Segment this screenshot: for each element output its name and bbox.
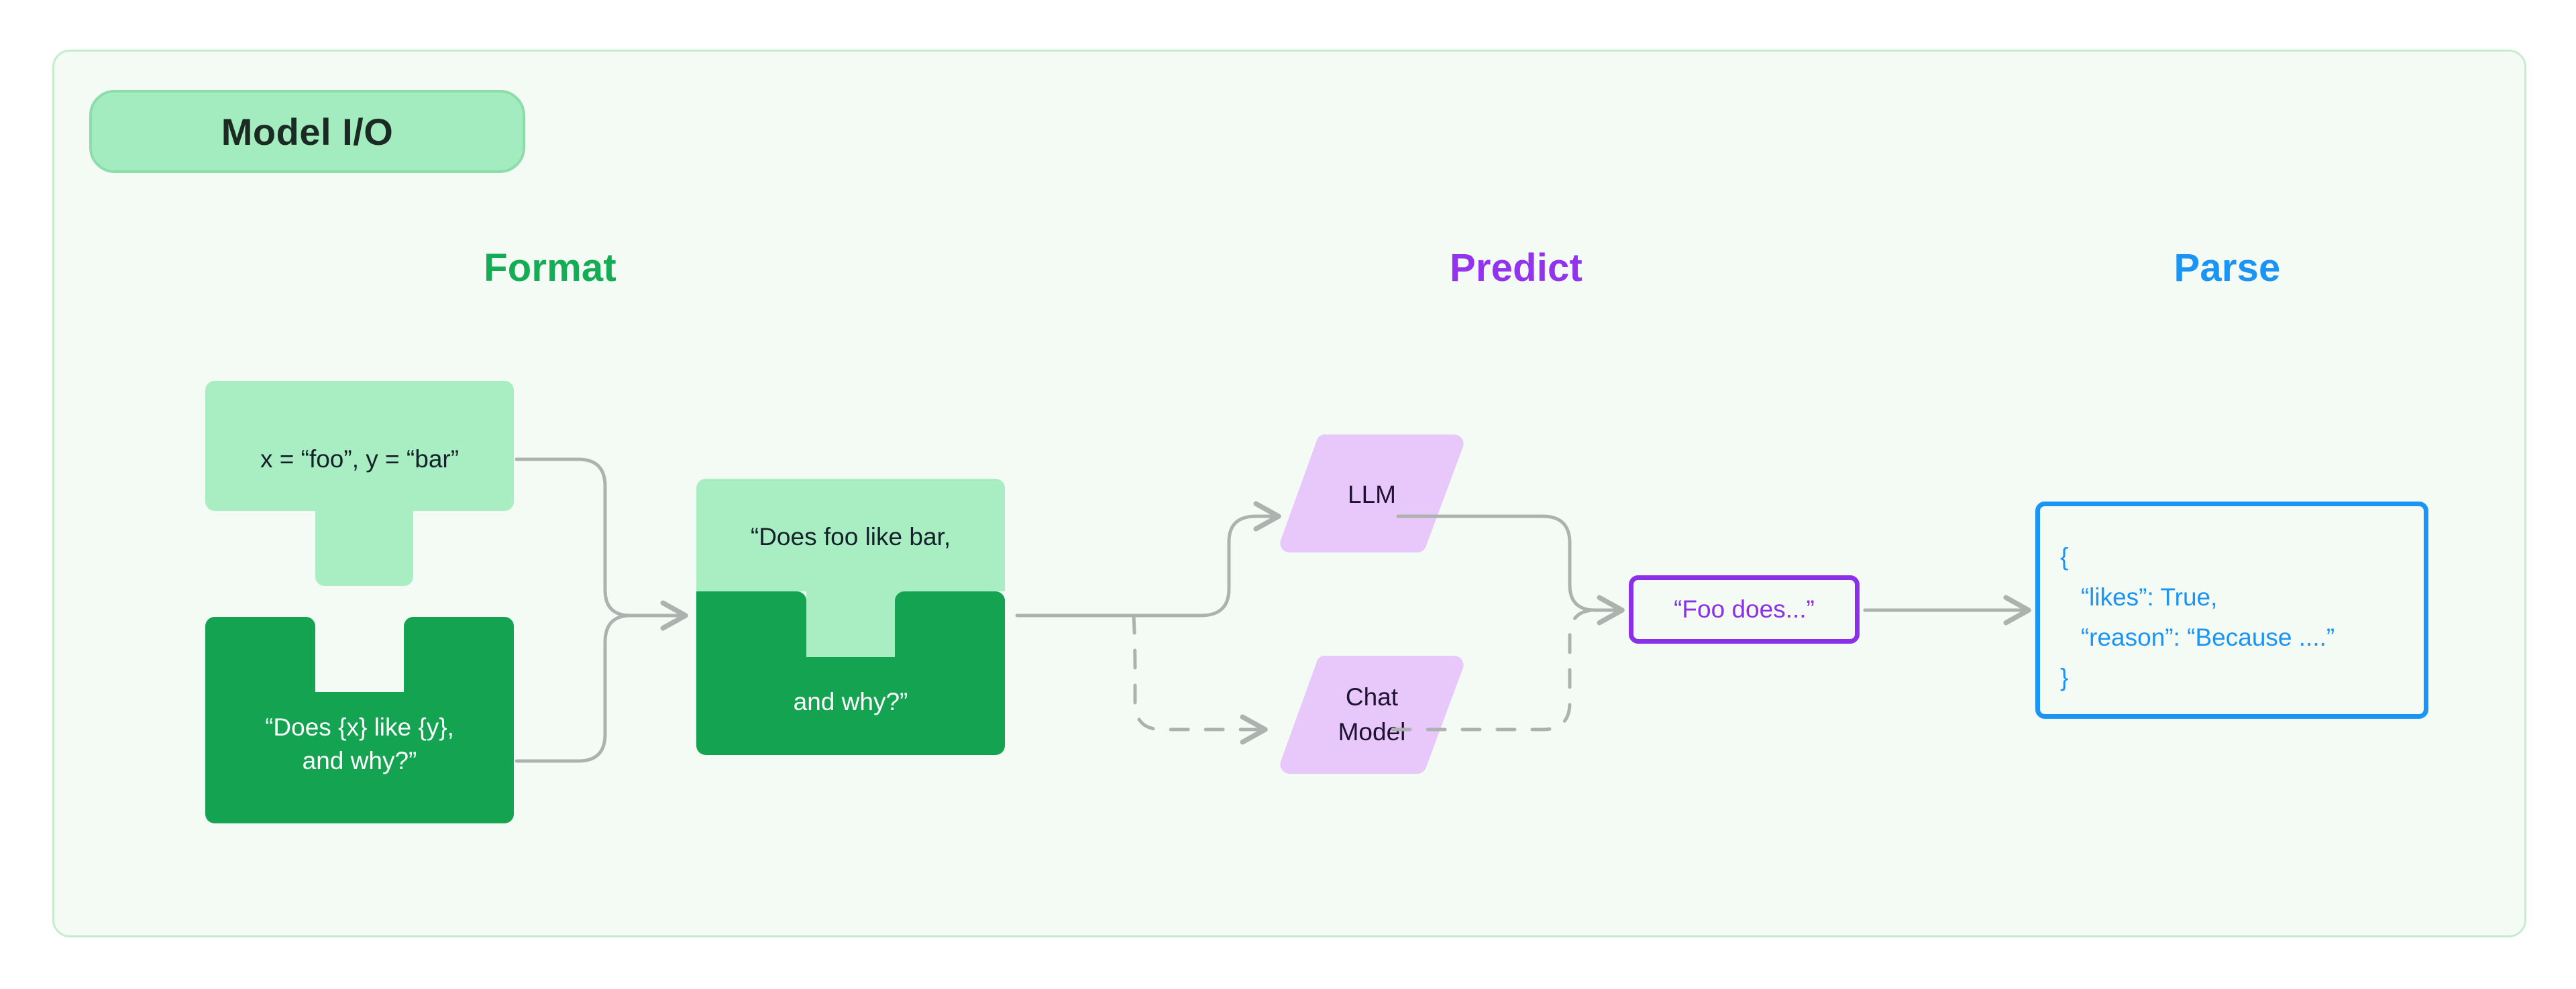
prompt-template-piece-shape [205,617,514,823]
parsed-json-box: { “likes”: True, “reason”: “Because ....… [2035,502,2428,719]
column-heading-format: Format [484,246,616,290]
chat-model-shape[interactable] [1275,655,1469,775]
prompt-template-piece [205,617,514,823]
formatted-prompt-bottom-shape [696,591,1005,755]
column-heading-parse: Parse [2174,246,2281,290]
panel-title-pill: Model I/O [89,90,525,173]
column-heading-predict: Predict [1449,246,1583,290]
variables-piece [205,381,514,586]
model-output-text: “Foo does...” [1674,595,1815,623]
panel-title: Model I/O [221,110,394,153]
model-output-box: “Foo does...” [1629,575,1860,644]
formatted-prompt-top-shape [696,479,1005,657]
variables-piece-shape [205,381,514,586]
formatted-prompt-piece [696,479,1005,755]
llm-shape[interactable] [1275,434,1469,554]
parsed-json-text: { “likes”: True, “reason”: “Because ....… [2060,543,2335,691]
